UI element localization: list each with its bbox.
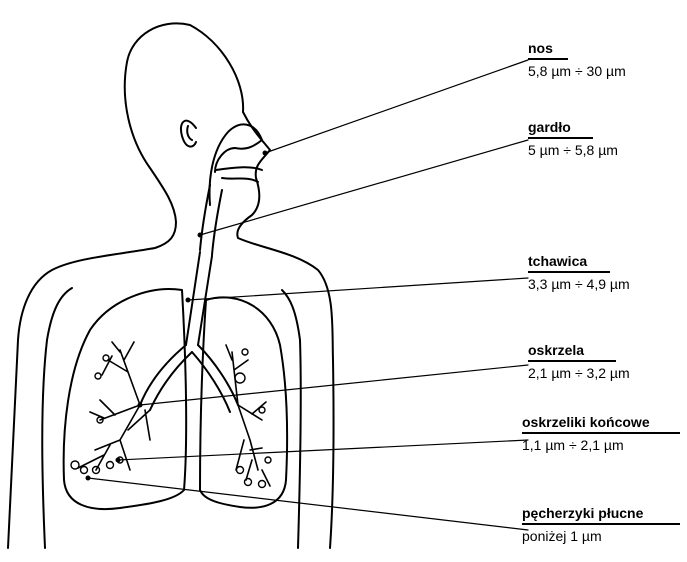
alveoli xyxy=(71,349,271,488)
marker-dots xyxy=(86,151,268,481)
label-underline xyxy=(522,432,680,434)
leader-line-oskrzeliki xyxy=(118,440,528,460)
body-outline xyxy=(8,23,334,548)
label-range: 1,1 µm ÷ 2,1 µm xyxy=(522,437,682,454)
label-range: 5 µm ÷ 5,8 µm xyxy=(528,142,648,159)
label-tchawica: tchawica 3,3 µm ÷ 4,9 µm xyxy=(528,253,658,293)
leader-line-nos xyxy=(265,60,528,153)
lungs xyxy=(64,289,287,509)
right-bronchi-branches xyxy=(226,345,270,486)
label-name: nos xyxy=(528,40,648,57)
label-name: tchawica xyxy=(528,253,658,270)
label-pecherzyki-plucne: pęcherzyki płucne poniżej 1 µm xyxy=(522,505,682,545)
label-underline xyxy=(528,271,610,273)
label-oskrzela: oskrzela 2,1 µm ÷ 3,2 µm xyxy=(528,342,658,382)
airway-upper xyxy=(200,124,262,255)
right-lung xyxy=(200,297,287,507)
left-lung xyxy=(64,289,187,509)
label-underline xyxy=(528,360,616,362)
label-oskrzeliki-koncowe: oskrzeliki końcowe 1,1 µm ÷ 2,1 µm xyxy=(522,414,682,454)
arm-inner-right xyxy=(282,290,301,548)
leader-line-tchawica xyxy=(188,278,528,300)
label-nos: nos 5,8 µm ÷ 30 µm xyxy=(528,40,648,80)
leader-line-pecherzyki xyxy=(88,478,528,530)
label-name: oskrzeliki końcowe xyxy=(522,414,682,431)
label-name: gardło xyxy=(528,119,648,136)
label-underline xyxy=(528,58,568,60)
label-range: 3,3 µm ÷ 4,9 µm xyxy=(528,276,658,293)
nasal-cavity xyxy=(210,124,262,205)
arm-inner-left xyxy=(42,288,72,548)
label-range: 2,1 µm ÷ 3,2 µm xyxy=(528,365,658,382)
bronchial-tree xyxy=(71,252,271,488)
label-name: oskrzela xyxy=(528,342,658,359)
pharynx xyxy=(200,185,222,255)
ear xyxy=(181,121,196,147)
label-underline xyxy=(528,137,593,139)
label-name: pęcherzyki płucne xyxy=(522,505,682,522)
leader-line-gardlo xyxy=(200,140,528,235)
label-range: 5,8 µm ÷ 30 µm xyxy=(528,63,648,80)
label-gardlo: gardło 5 µm ÷ 5,8 µm xyxy=(528,119,648,159)
label-underline xyxy=(522,523,680,525)
label-range: poniżej 1 µm xyxy=(522,528,682,545)
right-main-bronchus xyxy=(192,345,238,412)
leader-lines xyxy=(88,60,528,530)
